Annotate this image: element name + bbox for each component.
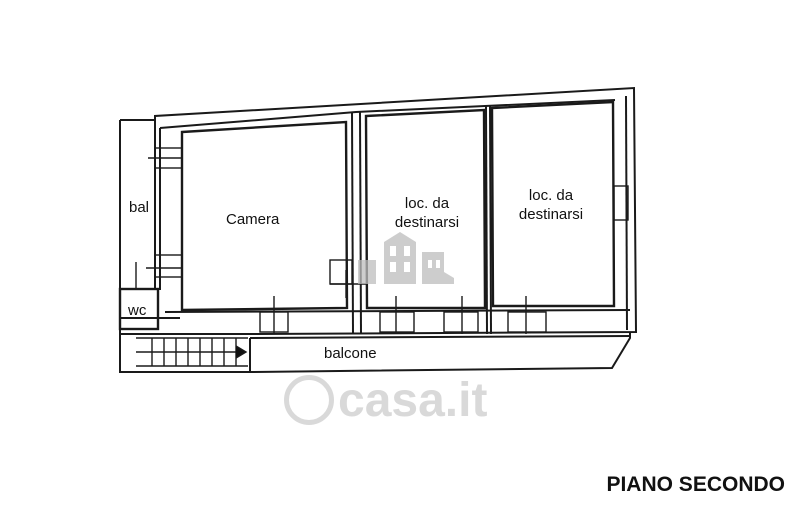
camera-room [180,120,349,312]
room-label-wc: wc [128,302,147,319]
outer-wall [119,86,638,335]
wc-room [118,287,160,331]
room-label-loc2-line2: destinarsi [518,206,584,223]
floor-title: PIANO SECONDO [606,473,785,496]
door-window-marks [135,147,629,334]
loc2-room [490,100,616,308]
stairs [136,337,248,367]
watermark-text: casa.it [338,373,488,427]
room-label-bal: bal [129,199,150,216]
loc1-room [364,108,487,310]
room-label-loc1-line2: destinarsi [394,214,460,231]
room-label-camera: Camera [226,211,280,228]
watermark-logo: casa.it [284,370,487,428]
room-label-loc1-line1: loc. da [404,195,450,212]
inner-top-wall [159,99,616,129]
room-label-loc2-line1: loc. da [528,187,574,204]
building-icon [358,232,454,284]
house-circle-icon [284,375,334,426]
room-label-balcone: balcone [324,345,377,362]
